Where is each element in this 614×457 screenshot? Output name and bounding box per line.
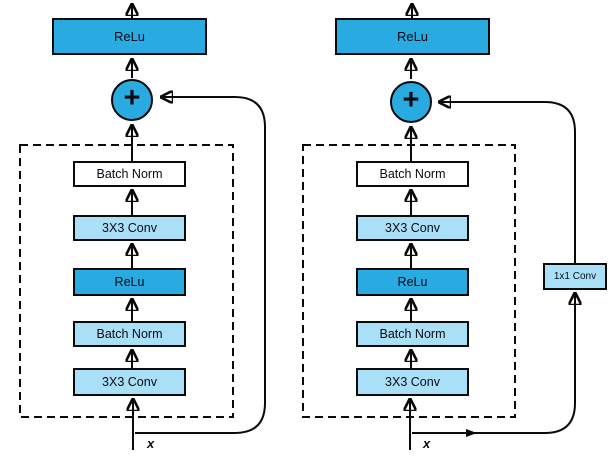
left-add-symbol: +: [123, 82, 141, 114]
left-add-node: +: [111, 79, 153, 121]
right-inner-relu-label: ReLu: [397, 275, 428, 289]
left-conv-lower-label: 3X3 Conv: [102, 375, 157, 389]
right-conv-lower-label: 3X3 Conv: [385, 375, 440, 389]
right-conv-upper-label: 3X3 Conv: [385, 221, 440, 235]
right-batchnorm-lower-box: Batch Norm: [356, 321, 469, 347]
left-output-relu-label: ReLu: [113, 29, 146, 44]
left-inner-relu-box: ReLu: [73, 268, 186, 296]
right-skip-to-shortcut-conv: [412, 294, 575, 434]
left-input-label: x: [147, 436, 155, 451]
left-conv-upper-label: 3X3 Conv: [102, 221, 157, 235]
right-output-relu-label: ReLu: [396, 29, 429, 44]
right-shortcut-conv-to-add: [440, 102, 576, 263]
right-batchnorm-top-box: Batch Norm: [356, 161, 469, 187]
right-batchnorm-lower-label: Batch Norm: [379, 327, 446, 341]
right-conv-lower-box: 3X3 Conv: [356, 368, 469, 396]
left-batchnorm-lower-box: Batch Norm: [73, 321, 186, 347]
left-batchnorm-lower-label: Batch Norm: [96, 327, 163, 341]
right-add-symbol: +: [402, 84, 420, 116]
left-residual-dashed-boundary: [19, 144, 234, 418]
right-skip-mid-arrowhead: [466, 429, 477, 437]
right-add-node: +: [390, 81, 432, 123]
right-shortcut-conv-label: 1x1 Conv: [553, 271, 597, 282]
left-output-relu-box: ReLu: [52, 18, 207, 55]
right-batchnorm-top-label: Batch Norm: [379, 167, 446, 181]
left-conv-upper-box: 3X3 Conv: [73, 215, 186, 241]
right-shortcut-conv-box: 1x1 Conv: [543, 263, 607, 290]
right-output-relu-box: ReLu: [335, 18, 490, 55]
right-inner-relu-box: ReLu: [356, 268, 469, 296]
left-conv-lower-box: 3X3 Conv: [73, 368, 186, 396]
left-identity-skip-connection: [135, 97, 266, 434]
right-conv-upper-box: 3X3 Conv: [356, 215, 469, 241]
right-input-label: x: [423, 436, 431, 451]
left-inner-relu-label: ReLu: [114, 275, 145, 289]
left-batchnorm-top-label: Batch Norm: [96, 167, 163, 181]
left-batchnorm-top-box: Batch Norm: [73, 161, 186, 187]
